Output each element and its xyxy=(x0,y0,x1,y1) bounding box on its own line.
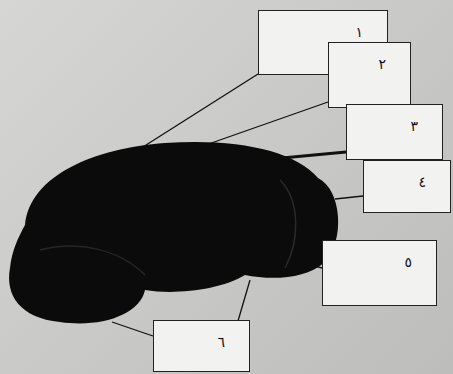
leader-line xyxy=(335,196,363,199)
brain-silhouette xyxy=(9,142,338,324)
callout-number: ٥ xyxy=(404,255,412,270)
label-box: ٢ xyxy=(328,42,411,108)
fissure xyxy=(280,180,296,268)
label-box: ٤ xyxy=(363,160,451,213)
callout-number: ١ xyxy=(355,25,363,40)
leader-line xyxy=(112,322,153,336)
leader-line xyxy=(200,102,328,147)
fissure xyxy=(40,246,145,275)
label-box: ٣ xyxy=(346,104,443,160)
leader-line xyxy=(282,152,346,158)
leader-line xyxy=(238,280,250,321)
callout-number: ٢ xyxy=(378,57,386,72)
callout-number: ٤ xyxy=(418,175,426,190)
callout-number: ٣ xyxy=(410,119,418,134)
label-box: ٦ xyxy=(153,320,250,372)
leader-line xyxy=(135,74,258,152)
label-box: ٥ xyxy=(322,240,437,306)
callout-number: ٦ xyxy=(217,335,225,350)
